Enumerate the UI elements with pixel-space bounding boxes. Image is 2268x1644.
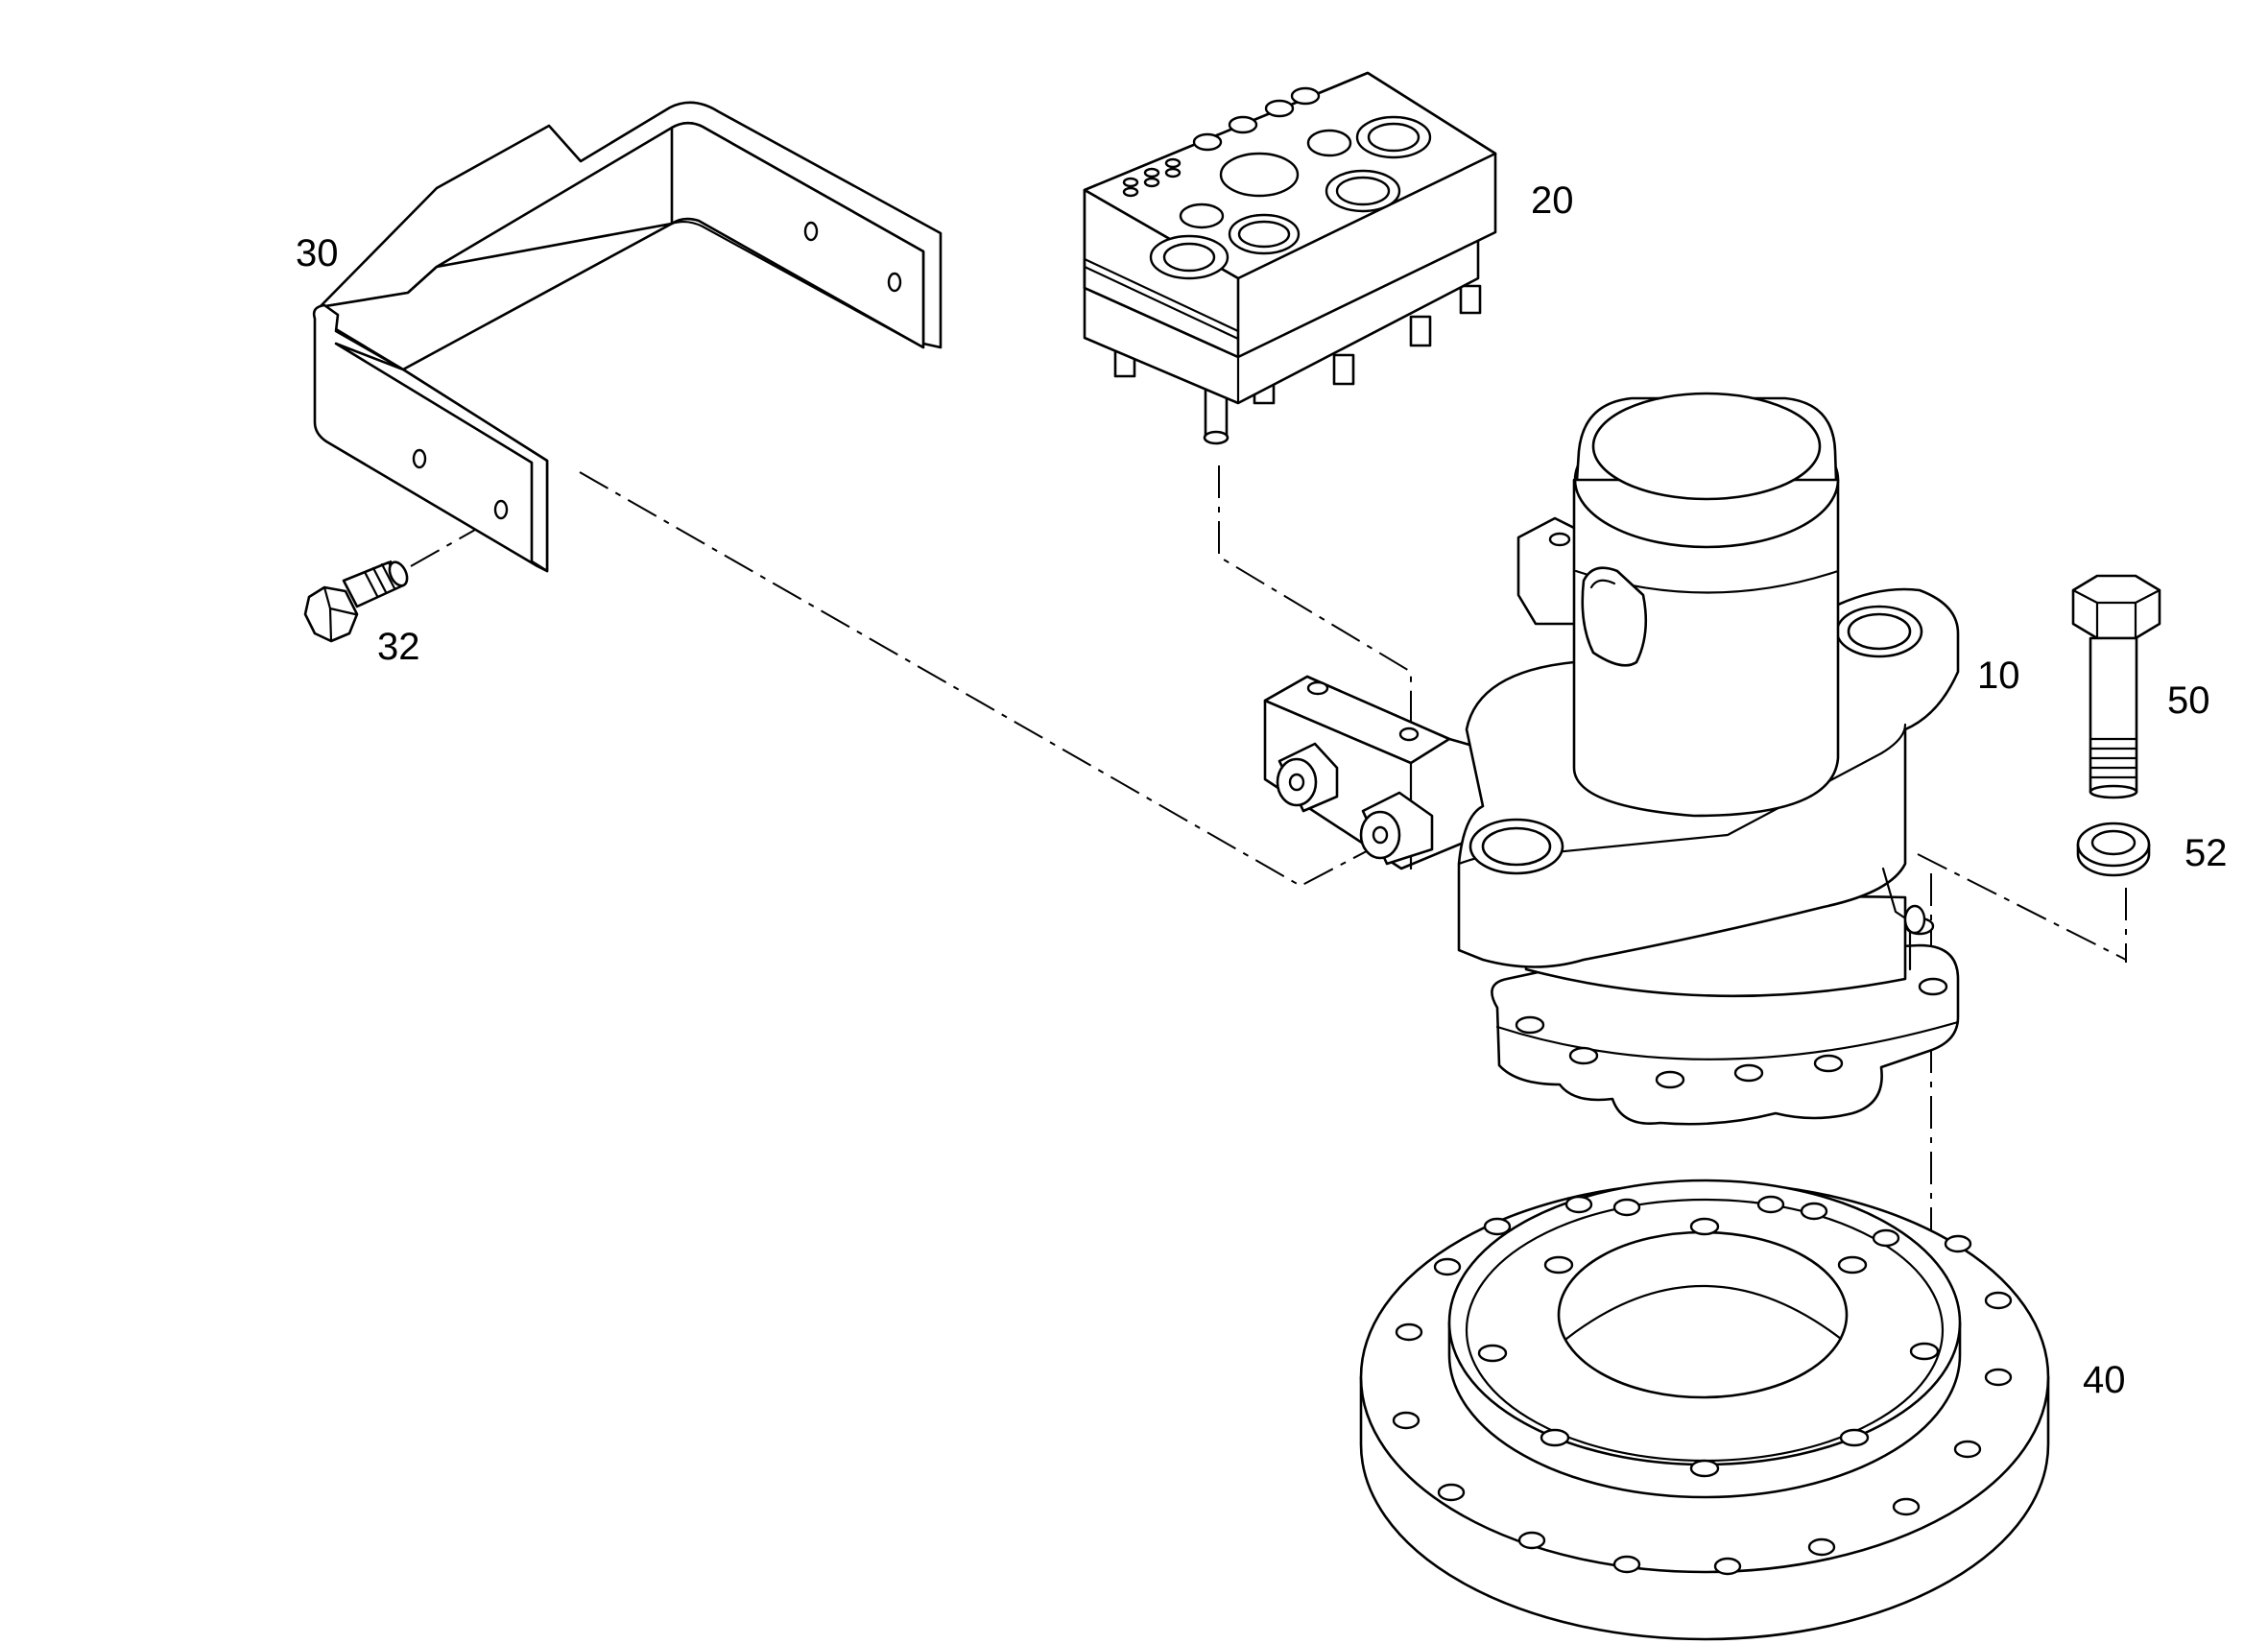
leader-bolt32-to-bracket bbox=[410, 512, 505, 567]
valve-tiny-1 bbox=[1122, 177, 1139, 188]
callout-32: 32 bbox=[377, 626, 420, 668]
ring-inner-holes bbox=[1477, 1217, 1940, 1478]
valve-bolt-5 bbox=[1459, 284, 1482, 315]
housing-port-right-inner bbox=[1847, 612, 1912, 651]
part-20-valve-block bbox=[1083, 71, 1497, 445]
callout-50: 50 bbox=[2167, 679, 2210, 722]
bolt50-head-edges bbox=[2071, 588, 2161, 640]
valve-small-4 bbox=[1290, 86, 1321, 106]
valve-port-4-inner bbox=[1367, 122, 1420, 153]
housing-cylinder-cap-top bbox=[1591, 392, 1822, 501]
bracket-hole-2 bbox=[887, 272, 902, 293]
valve-bolt-long-end bbox=[1203, 430, 1229, 445]
washer52-hole bbox=[2090, 829, 2137, 856]
valve-port-3-inner bbox=[1335, 176, 1391, 206]
valve-bolt-4 bbox=[1409, 315, 1432, 347]
valve-port-1-inner bbox=[1162, 242, 1216, 273]
valve-hole-b bbox=[1219, 152, 1300, 198]
ring-outer-holes bbox=[1392, 1195, 2013, 1576]
leader-valve-to-housing bbox=[1218, 465, 1412, 725]
valve-tiny-2 bbox=[1122, 186, 1139, 198]
valve-small-2 bbox=[1228, 115, 1258, 134]
rear-tab-hole bbox=[1548, 532, 1571, 547]
housing-side-port-inner bbox=[1589, 579, 1616, 589]
valve-small-1 bbox=[1192, 132, 1223, 152]
bolt32-shank-end bbox=[388, 560, 409, 587]
part-32-bolt bbox=[303, 560, 409, 643]
callout-labels: 10 20 30 32 40 50 52 bbox=[296, 179, 2228, 1401]
valve-tiny-4 bbox=[1143, 177, 1160, 188]
bolt32-thread bbox=[363, 560, 405, 598]
housing-side-arm-top bbox=[1263, 675, 1451, 765]
valve-block-front-grooves bbox=[1083, 257, 1240, 341]
bolt32-head-edge bbox=[322, 585, 357, 643]
bracket-hole-1 bbox=[803, 221, 819, 242]
bracket-left-plate-edge bbox=[334, 342, 549, 573]
bolt50-end bbox=[2089, 784, 2138, 799]
leader-bracket-to-housing bbox=[579, 471, 1402, 888]
part-30-bracket bbox=[312, 101, 943, 573]
bolt50-thread bbox=[2089, 737, 2138, 779]
housing-flange-top-edge bbox=[1495, 1020, 1960, 1060]
callout-30: 30 bbox=[296, 232, 339, 274]
housing-lower-sleeve bbox=[1881, 867, 1912, 971]
callout-52: 52 bbox=[2184, 832, 2228, 874]
valve-tiny-3 bbox=[1143, 167, 1160, 179]
valve-bolt-3 bbox=[1332, 353, 1355, 386]
bolt50-head bbox=[2071, 574, 2161, 640]
bracket-rear-face bbox=[670, 121, 925, 349]
bracket-hole-3 bbox=[412, 448, 427, 469]
valve-hole-c bbox=[1306, 129, 1352, 157]
valve-port-2-inner bbox=[1237, 220, 1291, 249]
housing-sleeve-hole bbox=[1903, 904, 1926, 935]
bracket-hole-4 bbox=[493, 499, 509, 520]
arm-hole-2 bbox=[1398, 727, 1420, 742]
callout-20: 20 bbox=[1531, 179, 1574, 222]
valve-tiny-6 bbox=[1164, 167, 1182, 179]
valve-small-3 bbox=[1264, 99, 1295, 118]
housing-cylinder bbox=[1572, 478, 1840, 818]
arm-boss-2-hole bbox=[1372, 825, 1389, 845]
leader-bolt50-to-housing bbox=[1917, 853, 2127, 961]
valve-hole-a bbox=[1179, 203, 1225, 229]
part-52-washer bbox=[2076, 822, 2151, 877]
part-10-swivel-housing bbox=[1263, 392, 1960, 1126]
callout-10: 10 bbox=[1977, 655, 2020, 697]
valve-tiny-5 bbox=[1164, 157, 1182, 169]
bolt50-shank bbox=[2089, 636, 2138, 794]
callout-40: 40 bbox=[2083, 1359, 2126, 1401]
ring-bore-inner-wall bbox=[1564, 1285, 1843, 1341]
arm-hole-1 bbox=[1306, 680, 1329, 696]
arm-boss-1-hole bbox=[1288, 773, 1305, 792]
part-50-bolt bbox=[2071, 574, 2161, 799]
part-40-mounting-ring bbox=[1359, 1179, 2050, 1641]
housing-side-oval-port bbox=[1581, 566, 1648, 667]
housing-port-left-inner bbox=[1481, 826, 1552, 867]
